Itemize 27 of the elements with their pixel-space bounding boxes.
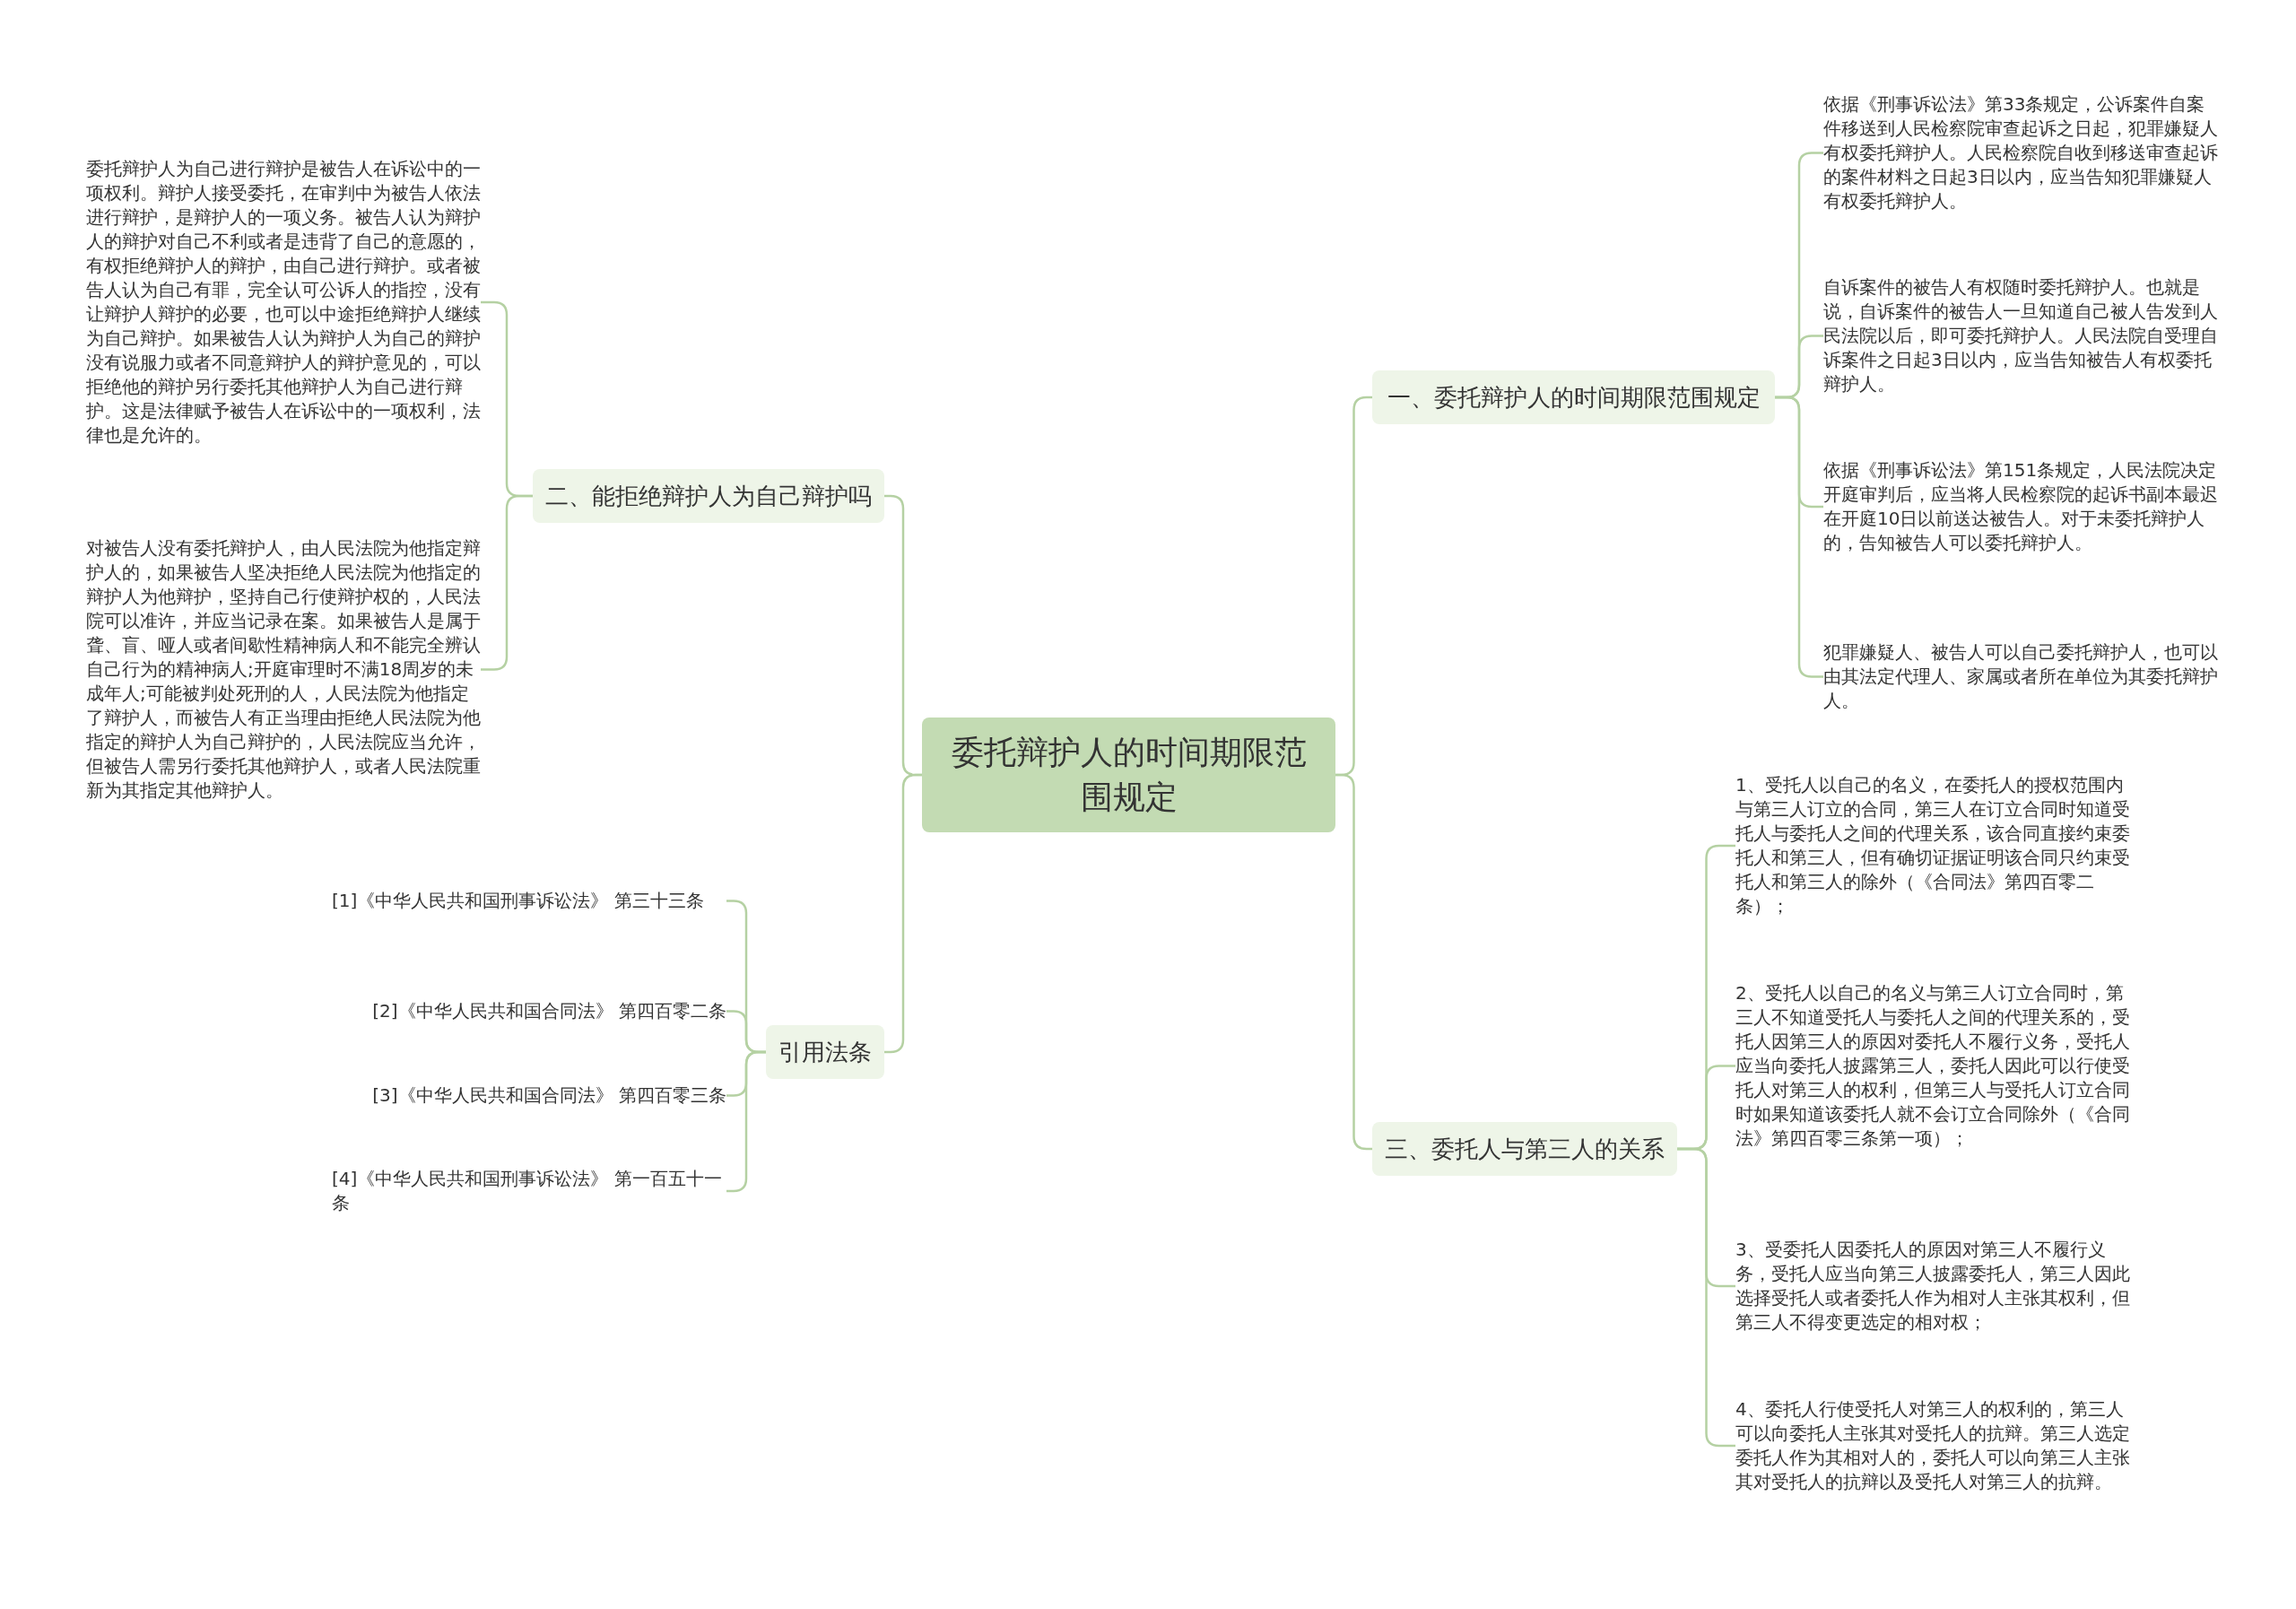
note-text: 依据《刑事诉讼法》第33条规定，公诉案件自案件移送到人民检察院审查起诉之日起，犯罪嫌疑人有权委托辩护人。人民检察院自收到移送审查起诉的案件材料之日起3日以内，应当告知犯罪嫌疑人有权委托辩护人。 — [1823, 92, 2218, 213]
central-topic-box — [922, 718, 1335, 832]
note-text: 2、受托人以自己的名义与第三人订立合同时，第三人不知道受托人与委托人之间的代理关系的，受托人因第三人的原因对委托人不履行义务，受托人应当向委托人披露第三人，委托人因此可以行使受托人对第三人的权利，但第三人与受托人订立合同时如果知道该委托人就不会订立合同除外（《合同法》第四百零三条第一项）； — [1735, 981, 2130, 1151]
topic-box — [533, 469, 884, 524]
note-text: 自诉案件的被告人有权随时委托辩护人。也就是说，自诉案件的被告人一旦知道自己被人告发到人民法院以后，即可委托辩护人。人民法院自受理自诉案件之日起3日以内，应当告知被告人有权委托辩护人。 — [1823, 275, 2218, 396]
topic-box — [766, 1025, 884, 1080]
note-text: 1、受托人以自己的名义，在委托人的授权范围内与第三人订立的合同，第三人在订立合同时知道受托人与委托人之间的代理关系，该合同直接约束委托人和第三人，但有确切证据证明该合同只约束受托人和第三人的除外（《合同法》第四百零二条）； — [1735, 773, 2130, 918]
note-text: 犯罪嫌疑人、被告人可以自己委托辩护人，也可以由其法定代理人、家属或者所在单位为其委托辩护人。 — [1823, 640, 2218, 713]
note-text: 委托辩护人为自己进行辩护是被告人在诉讼中的一项权利。辩护人接受委托，在审判中为被告人依法进行辩护，是辩护人的一项义务。被告人认为辩护人的辩护对自己不利或者是违背了自己的意愿的，有权拒绝辩护人的辩护，由自己进行辩护。或者被告人认为自己有罪，完全认可公诉人的指控，没有让辩护人辩护的必要，也可以中途拒绝辩护人继续为自己辩护。如果被告人认为辩护人为自己的辩护没有说服力或者不同意辩护人的辩护意见的，可以拒绝他的辩护另行委托其他辩护人为自己进行辩护。这是法律赋予被告人在诉讼中的一项权利，法律也是允许的。 — [86, 157, 481, 448]
topic-box — [1372, 370, 1775, 425]
topic-text: 引用法条 — [778, 1038, 872, 1067]
topic-text: 一、委托辩护人的时间期限范围规定 — [1387, 383, 1761, 413]
note-text: [3]《中华人民共和国合同法》 第四百零三条 — [332, 1083, 726, 1108]
note-text: [4]《中华人民共和国刑事诉讼法》 第一百五十一条 — [332, 1167, 726, 1215]
topic-box — [1372, 1122, 1677, 1177]
note-text: 依据《刑事诉讼法》第151条规定，人民法院决定开庭审判后，应当将人民检察院的起诉书副本最迟在开庭10日以前送达被告人。对于未委托辩护人的，告知被告人可以委托辩护人。 — [1823, 458, 2218, 555]
note-text: [1]《中华人民共和国刑事诉讼法》 第三十三条 — [332, 889, 726, 913]
branch-line — [1335, 773, 1372, 1151]
note-text: [2]《中华人民共和国合同法》 第四百零二条 — [332, 999, 726, 1023]
branch-line — [1677, 1147, 1735, 1448]
topic-text: 二、能拒绝辩护人为自己辩护吗 — [545, 482, 872, 511]
branch-line — [884, 773, 922, 1054]
topic-text: 三、委托人与第三人的关系 — [1385, 1135, 1665, 1164]
note-text: 对被告人没有委托辩护人，由人民法院为他指定辩护人的，如果被告人坚决拒绝人民法院为他指定的辩护人为他辩护，坚持自己行使辩护权的，人民法院可以准许，并应当记录在案。如果被告人是属于聋、盲、哑人或者间歇性精神病人和不能完全辨认自己行为的精神病人;开庭审理时不满18周岁的未成年人;可能被判处死刑的人，人民法院为他指定了辩护人，而被告人有正当理由拒绝人民法院为他指定的辩护人为自己辩护的，人民法院应当允许，但被告人需另行委托其他辩护人，或者人民法院重新为其指定其他辩护人。 — [86, 536, 481, 803]
topic-text: 委托辩护人的时间期限范围规定 — [950, 732, 1308, 817]
note-text: 3、受委托人因委托人的原因对第三人不履行义务，受托人应当向第三人披露委托人，第三人因此选择受托人或者委托人作为相对人主张其权利，但第三人不得变更选定的相对权； — [1735, 1238, 2130, 1335]
note-text: 4、委托人行使受托人对第三人的权利的，第三人可以向委托人主张其对受托人的抗辩。第三人选定委托人作为其相对人的，委托人可以向第三人主张其对受托人的抗辩以及受托人对第三人的抗辩。 — [1735, 1397, 2130, 1494]
